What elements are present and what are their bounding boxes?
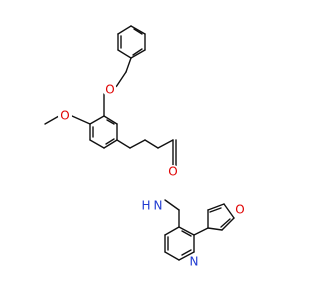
bond-chain-2 xyxy=(129,139,146,149)
amide-n-label: N xyxy=(154,199,163,213)
bond-furan-3 xyxy=(223,203,235,219)
ether-o2-label: O xyxy=(60,109,69,123)
amide-n-bg xyxy=(150,198,166,214)
bond-py-inner-1 xyxy=(181,230,192,237)
atom-layer: O O O N H N O xyxy=(58,83,247,269)
ether-o2-bg xyxy=(58,109,72,123)
bond-py-inner-2 xyxy=(181,249,192,256)
bond-ring-o2 xyxy=(71,115,91,125)
bond-py-3 xyxy=(178,251,195,261)
bond-py-4 xyxy=(164,251,180,261)
bond-ch2-o1 xyxy=(115,71,127,88)
bond-benzyl-inner-2 xyxy=(133,28,143,35)
bond-furan-5 xyxy=(207,227,223,231)
furan-o-bg xyxy=(233,203,247,217)
ether-o1-label: O xyxy=(105,83,114,97)
bond-ring-1 xyxy=(103,115,118,125)
bond-layer xyxy=(44,25,235,261)
bond-furan-inner-2 xyxy=(220,218,231,228)
bond-chain-3 xyxy=(144,139,159,149)
bond-benzyl-2 xyxy=(117,25,132,35)
bond-furan-2 xyxy=(207,203,225,211)
carbonyl-o-bg xyxy=(166,165,180,179)
bond-ring-inner-2 xyxy=(105,138,115,145)
bond-ring-inner-1 xyxy=(106,119,115,125)
bond-ring-3 xyxy=(103,139,118,149)
bond-benzyl-5 xyxy=(130,49,146,59)
ether-o1-bg xyxy=(103,83,117,97)
molecule-canvas: O O O N H N O xyxy=(44,25,247,269)
bond-furan-4 xyxy=(221,217,235,231)
bond-benzyl-inner-3 xyxy=(132,48,143,56)
bond-o2-me xyxy=(44,115,60,125)
bond-ring-4 xyxy=(89,139,105,149)
bond-benzyl-3 xyxy=(130,25,146,35)
bond-chain-4 xyxy=(157,139,174,149)
bond-furan-inner-1 xyxy=(209,207,222,213)
bond-benzyl-ch2 xyxy=(125,57,132,73)
furan-o-label: O xyxy=(235,203,244,217)
bond-n-ch2 xyxy=(164,199,180,211)
bond-ring-6 xyxy=(89,115,105,125)
amide-h-label: H xyxy=(141,199,150,213)
bond-py-6 xyxy=(164,226,180,236)
bond-py-1 xyxy=(178,226,195,236)
bond-chain-1 xyxy=(116,139,131,149)
pyridine-n-label: N xyxy=(190,255,199,269)
bond-py-furan xyxy=(193,227,209,236)
pyridine-n-bg xyxy=(187,255,201,269)
molecule-diagram: O O O N H N O xyxy=(44,25,247,269)
bond-benzyl-6 xyxy=(117,49,132,59)
carbonyl-o-label: O xyxy=(168,165,177,179)
